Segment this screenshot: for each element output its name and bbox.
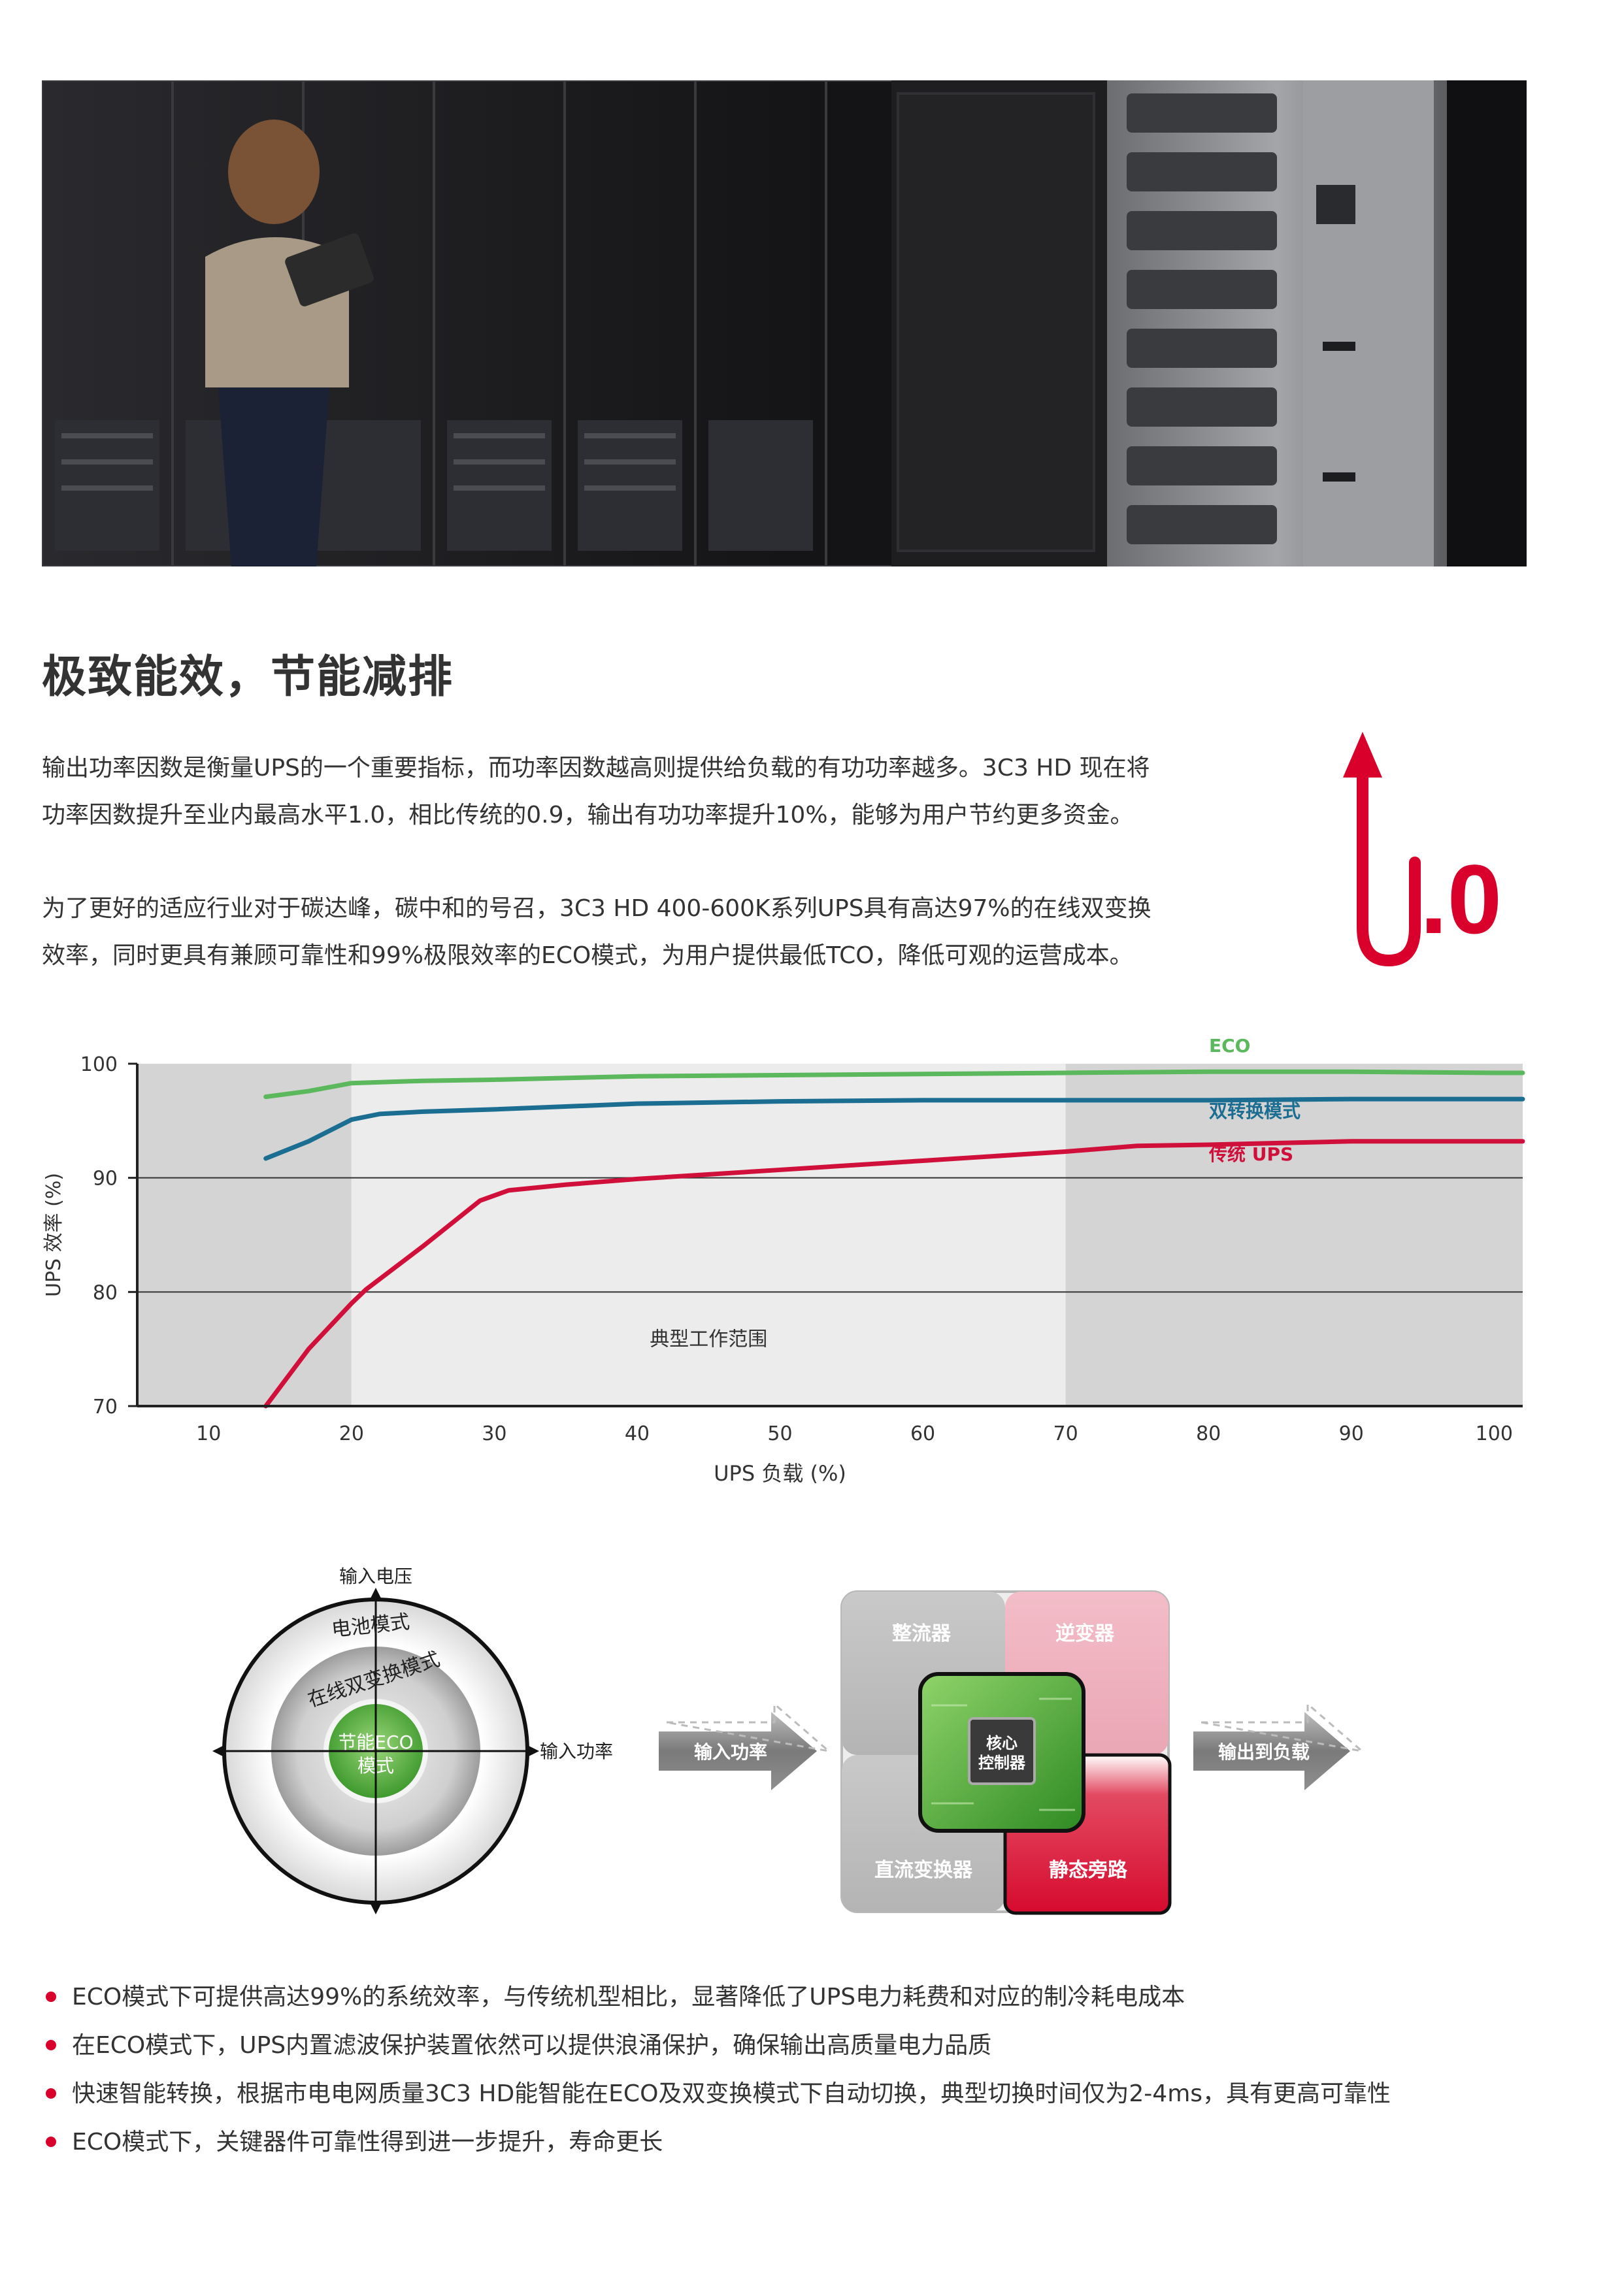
big-number-text: .0 <box>1420 844 1502 954</box>
paragraph-line: 效率，同时更具有兼顾可靠性和99%极限效率的ECO模式，为用户提供最低TCO，降… <box>42 942 1133 969</box>
paragraph-line: 为了更好的适应行业对于碳达峰，碳中和的号召，3C3 HD 400-600K系列U… <box>42 895 1151 922</box>
y-tick-label: 80 <box>93 1281 118 1304</box>
x-tick-label: 70 <box>1053 1422 1078 1445</box>
input-power-text: 输入功率 <box>694 1741 767 1763</box>
bullet-dot-icon <box>46 1992 56 2002</box>
shaded-region-1 <box>351 1064 1066 1406</box>
bullet-dot-icon <box>46 2040 56 2050</box>
eco-mode-label-1: 节能ECO <box>338 1731 413 1753</box>
output-load-arrow: 输出到负载 <box>1193 1701 1366 1790</box>
paragraph-power-factor: 输出功率因数是衡量UPS的一个重要指标，而功率因数越高则提供给负载的有功功率越多… <box>42 745 1297 839</box>
x-axis-label: UPS 负载 (%) <box>714 1461 846 1486</box>
shaded-region-2 <box>1065 1064 1523 1406</box>
y-axis-label: UPS 效率 (%) <box>42 1173 65 1297</box>
arrow-right-icon <box>529 1746 539 1756</box>
hero-photo <box>42 80 1527 566</box>
list-item-text: ECO模式下，关键器件可靠性得到进一步提升，寿命更长 <box>72 2129 663 2156</box>
diagram-row: 输入电压 输入功率 电池模式 在线双变换模式 节能ECO 模式 输入功率 整流器… <box>0 1555 1607 1924</box>
bullet-dot-icon <box>46 2137 56 2147</box>
output-load-text: 输出到负载 <box>1218 1741 1310 1763</box>
x-tick-label: 60 <box>910 1422 935 1445</box>
series-line-1 <box>263 1096 1525 1161</box>
list-item-text: 在ECO模式下，UPS内置滤波保护装置依然可以提供浪涌保护，确保输出高质量电力品… <box>72 2032 992 2059</box>
series-line-2 <box>263 1139 1525 1409</box>
arrow-down-icon <box>371 1904 381 1914</box>
x-tick-label: 50 <box>767 1422 792 1445</box>
x-tick-label: 90 <box>1339 1422 1364 1445</box>
series-label-2: 传统 UPS <box>1208 1143 1293 1165</box>
list-item: 快速智能转换，根据市电电网质量3C3 HD能智能在ECO及双变换模式下自动切换，… <box>42 2070 1584 2118</box>
shaded-region-0 <box>137 1064 352 1406</box>
x-tick-label: 20 <box>339 1422 364 1445</box>
list-item: ECO模式下可提供高达99%的系统效率，与传统机型相比，显著降低了UPS电力耗费… <box>42 1973 1584 2022</box>
feature-bullet-list: ECO模式下可提供高达99%的系统效率，与传统机型相比，显著降低了UPS电力耗费… <box>42 1973 1584 2167</box>
paragraph-efficiency: 为了更好的适应行业对于碳达峰，碳中和的号召，3C3 HD 400-600K系列U… <box>42 885 1297 979</box>
mode-circle-diagram: 输入电压 输入功率 电池模式 在线双变换模式 节能ECO 模式 <box>212 1566 613 1914</box>
inverter-label: 逆变器 <box>1055 1622 1115 1645</box>
paragraph-line: 功率因数提升至业内最高水平1.0，相比传统的0.9，输出有功功率提升10%，能够… <box>42 802 1134 828</box>
list-item-text: 快速智能转换，根据市电电网质量3C3 HD能智能在ECO及双变换模式下自动切换，… <box>72 2080 1391 2107</box>
bullet-dot-icon <box>46 2088 56 2099</box>
series-line-0 <box>263 1069 1525 1100</box>
core-label-2: 控制器 <box>978 1754 1026 1772</box>
y-tick-label: 90 <box>93 1168 118 1190</box>
list-item-text: ECO模式下可提供高达99%的系统效率，与传统机型相比，显著降低了UPS电力耗费… <box>72 1984 1185 2010</box>
series-label-0: ECO <box>1209 1035 1250 1057</box>
x-tick-label: 100 <box>1476 1422 1513 1445</box>
paragraph-line: 输出功率因数是衡量UPS的一个重要指标，而功率因数越高则提供给负载的有功功率越多… <box>42 755 1150 781</box>
section-title: 极致能效，节能减排 <box>42 651 454 703</box>
x-tick-label: 40 <box>625 1422 650 1445</box>
arrow-up-icon <box>1343 732 1421 967</box>
arrow-up-icon <box>371 1588 381 1598</box>
chip-icon <box>968 1717 1036 1785</box>
ups-block-diagram: 整流器 逆变器 直流变换器 静态旁路 核心 控制器 <box>840 1590 1172 1915</box>
core-label-1: 核心 <box>986 1734 1018 1752</box>
x-tick-label: 80 <box>1196 1422 1221 1445</box>
y-tick-label: 100 <box>80 1053 118 1076</box>
list-item: 在ECO模式下，UPS内置滤波保护装置依然可以提供浪涌保护，确保输出高质量电力品… <box>42 2022 1584 2070</box>
axis-voltage-label: 输入电压 <box>339 1566 412 1587</box>
rectifier-label: 整流器 <box>892 1622 952 1645</box>
x-tick-label: 30 <box>482 1422 506 1445</box>
x-tick-label: 10 <box>196 1422 221 1445</box>
power-factor-graphic: .0 <box>1343 732 1513 983</box>
dc-converter-label: 直流变换器 <box>874 1859 973 1882</box>
region-label: 典型工作范围 <box>650 1328 767 1351</box>
y-tick-label: 70 <box>93 1396 118 1419</box>
eco-mode-label-2: 模式 <box>357 1755 394 1777</box>
static-bypass-label: 静态旁路 <box>1049 1859 1128 1882</box>
axis-power-label: 输入功率 <box>540 1741 613 1762</box>
arrow-left-icon <box>212 1746 223 1756</box>
list-item: ECO模式下，关键器件可靠性得到进一步提升，寿命更长 <box>42 2118 1584 2167</box>
series-label-1: 双转换模式 <box>1209 1100 1301 1122</box>
input-power-arrow: 输入功率 <box>659 1701 833 1790</box>
